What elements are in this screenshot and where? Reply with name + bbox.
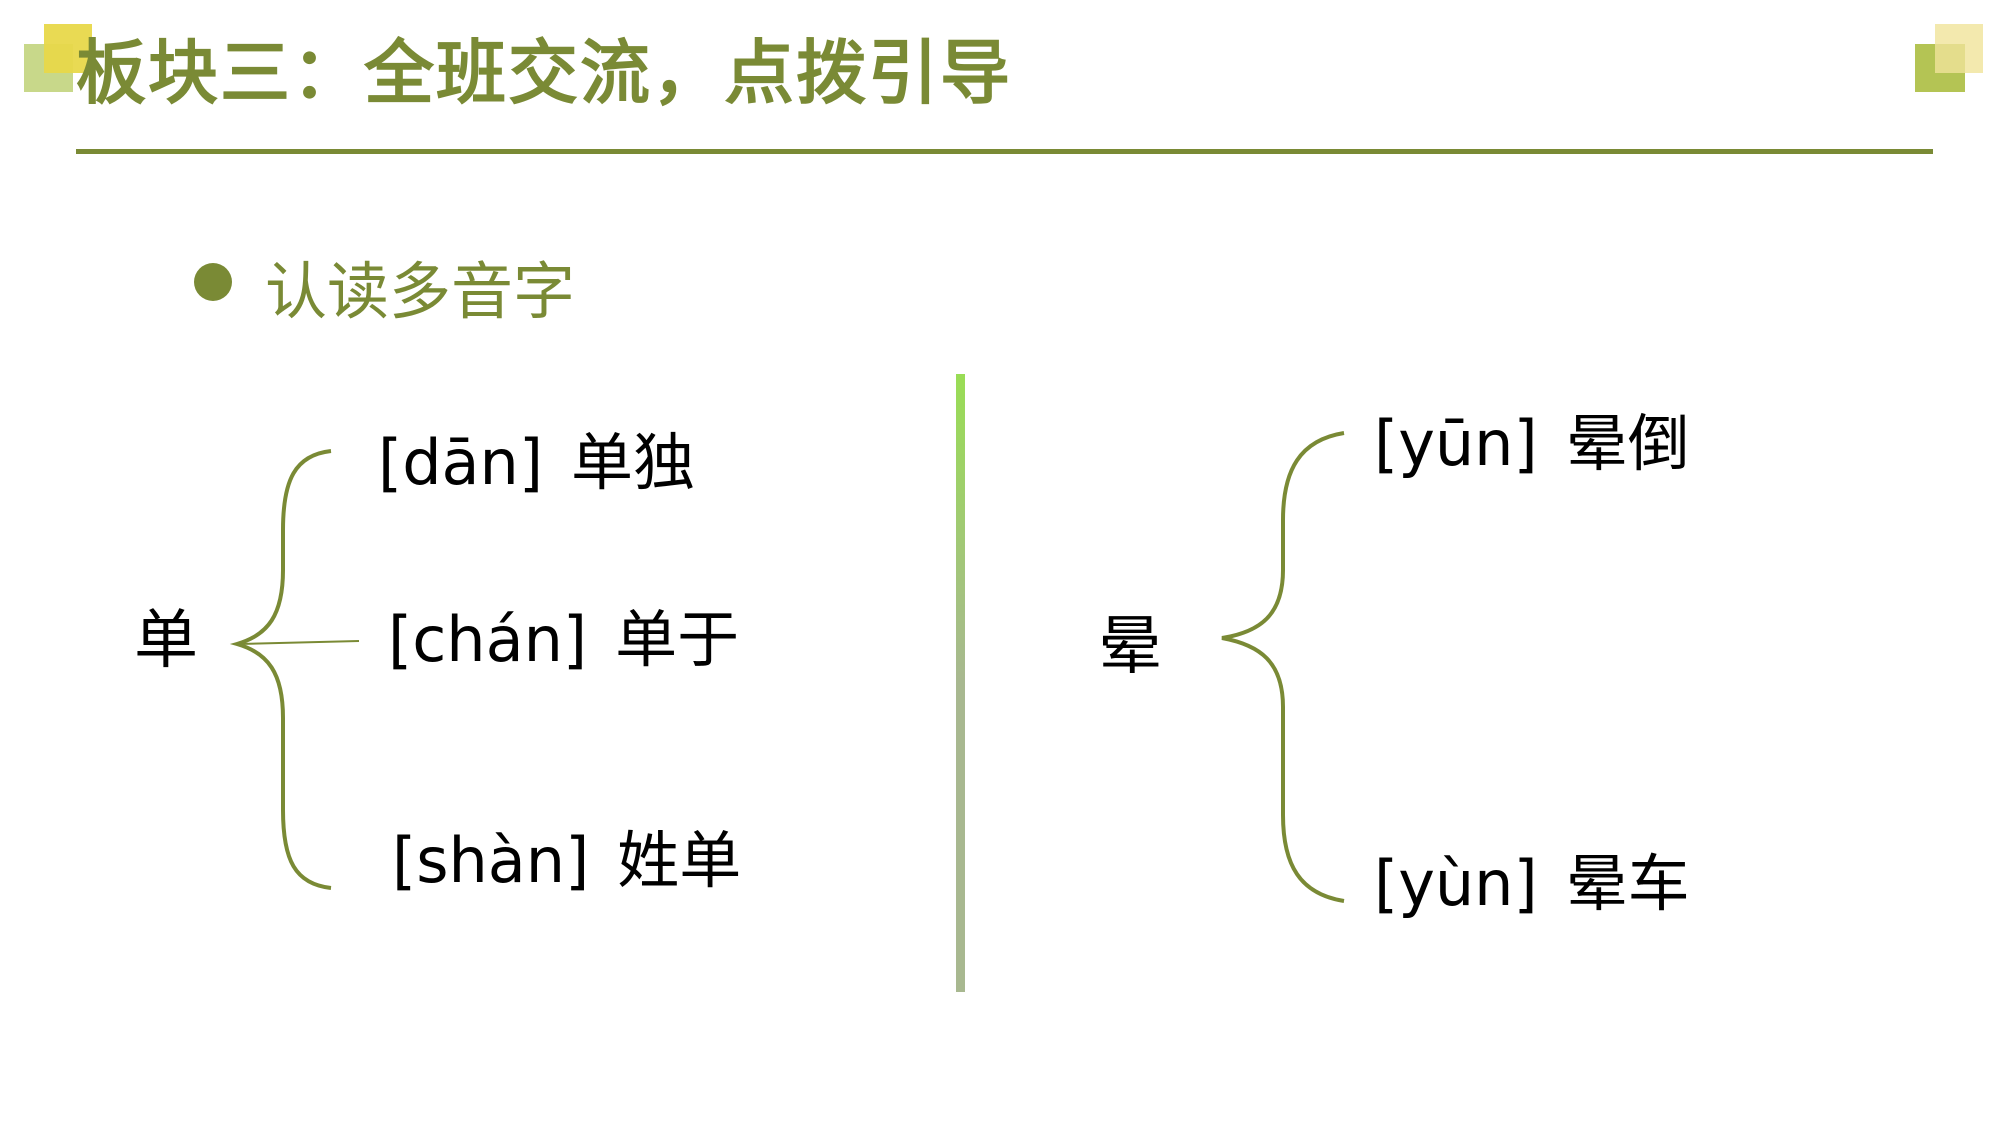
reading-entry: [shàn]姓单 <box>392 830 741 892</box>
example-word: 晕车 <box>1565 847 1690 920</box>
vertical-divider <box>956 374 965 992</box>
example-word: 单于 <box>615 603 740 676</box>
pinyin: [yùn] <box>1374 847 1538 920</box>
example-word: 晕倒 <box>1565 407 1690 480</box>
polyphone-character-dan: 单 <box>134 604 198 678</box>
reading-entry: [yùn]晕车 <box>1374 853 1690 915</box>
left-brace <box>229 449 332 890</box>
right-brace <box>1221 431 1345 903</box>
example-word: 单独 <box>571 426 696 499</box>
example-word: 姓单 <box>617 824 742 897</box>
decor-square-yellow-right <box>1935 24 1983 73</box>
polyphone-character-yun: 晕 <box>1098 610 1162 684</box>
pinyin: [dān] <box>378 426 544 499</box>
left-brace-connector <box>239 640 360 645</box>
bullet-dot-icon <box>194 263 232 301</box>
pinyin: [chán] <box>388 603 588 676</box>
reading-entry: [chán]单于 <box>388 609 739 671</box>
title-underline <box>76 149 1933 154</box>
decor-square-yellow-left <box>44 24 92 73</box>
pinyin: [shàn] <box>392 824 590 897</box>
reading-entry: [dān]单独 <box>378 432 695 494</box>
section-subtitle: 认读多音字 <box>265 255 576 328</box>
reading-entry: [yūn]晕倒 <box>1374 413 1690 475</box>
pinyin: [yūn] <box>1374 407 1538 480</box>
slide-title: 板块三：全班交流，点拨引导 <box>76 32 1012 114</box>
